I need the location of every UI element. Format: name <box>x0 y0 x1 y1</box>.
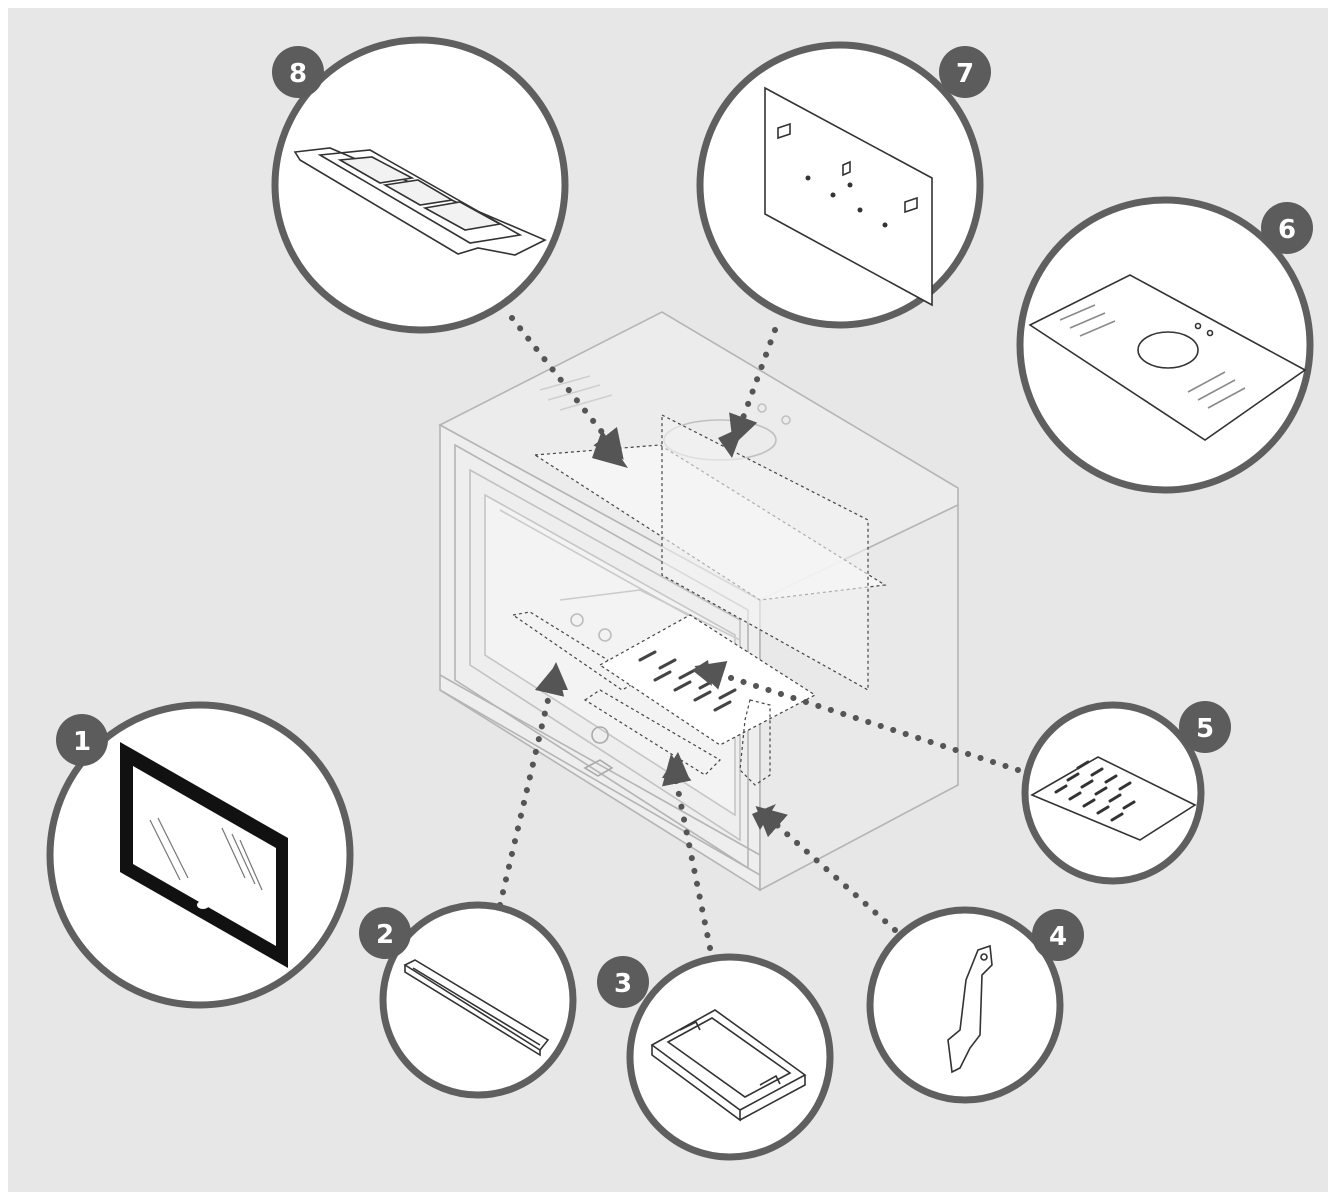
badge-4: 4 <box>1049 922 1067 952</box>
badge-2: 2 <box>376 920 394 950</box>
part-6-top-plate: 6 <box>1020 200 1313 490</box>
badge-8: 8 <box>289 59 307 89</box>
badge-5: 5 <box>1196 714 1214 744</box>
badge-6: 6 <box>1278 215 1296 245</box>
badge-7: 7 <box>956 59 974 89</box>
part-8-baffle-plate: 8 <box>272 40 565 330</box>
badge-1: 1 <box>73 727 91 757</box>
badge-3: 3 <box>614 969 632 999</box>
part-1-door-glass: 1 <box>50 705 350 1005</box>
